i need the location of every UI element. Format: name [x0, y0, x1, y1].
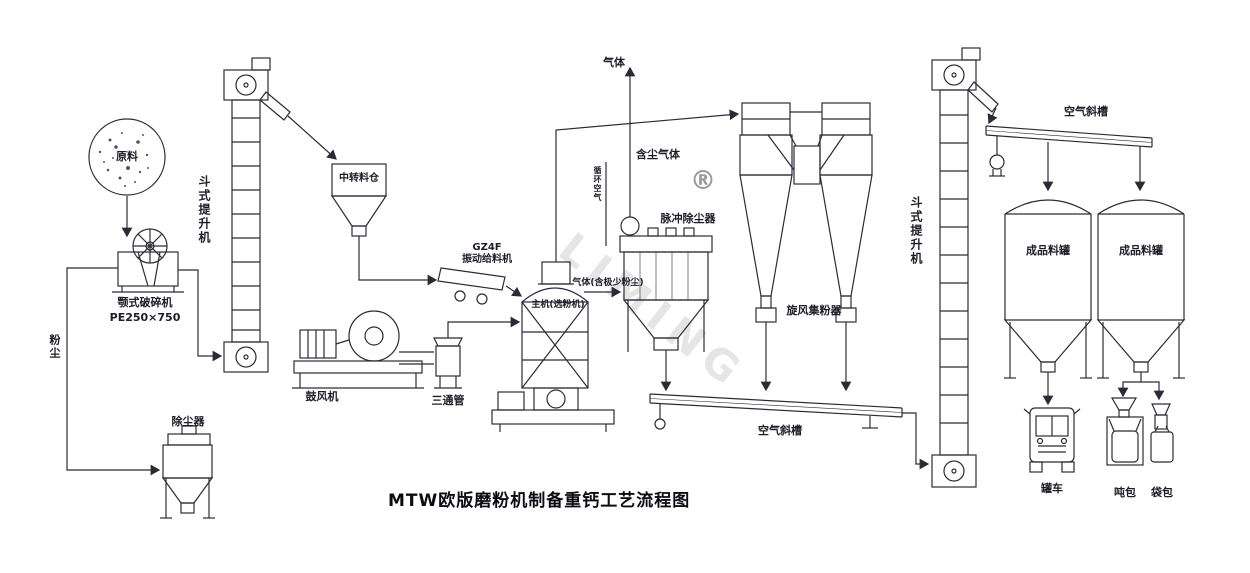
bucket-elevator-left-drawing	[223, 57, 337, 373]
label-jaw-crusher-model: PE250×750	[109, 311, 181, 324]
label-ton-bag: 吨包	[1114, 486, 1136, 499]
crusher-to-elevator-pipe	[178, 269, 223, 362]
label-product-silo-left: 成品料罐	[1026, 244, 1070, 257]
label-gas: 气体	[603, 56, 625, 69]
label-vibrating-feeder: 振动给料机	[462, 254, 512, 265]
jaw-crusher-drawing	[112, 228, 184, 293]
blower-drawing	[292, 310, 434, 389]
label-gas-trace-dust: 气体(含极少粉尘)	[572, 278, 644, 288]
label-raw-material: 原料	[116, 150, 138, 163]
label-circulating-air: 循环空气	[593, 166, 602, 202]
pulse-dust-collector-drawing	[619, 66, 713, 392]
dusty-gas-pipe	[555, 109, 740, 262]
bucket-elevator-right-drawing	[931, 47, 999, 488]
air-chute-bottom-drawing	[649, 393, 930, 470]
main-mill-drawing	[491, 261, 615, 432]
registered-trademark-symbol: ®	[690, 166, 716, 196]
label-tank-truck: 罐车	[1041, 482, 1063, 495]
label-bucket-elevator-right: 斗式提升机	[909, 196, 923, 266]
dust-pipe	[66, 267, 161, 476]
bag-pack-drawing	[1150, 403, 1174, 463]
product-silo-right-drawing	[1096, 199, 1186, 401]
label-jaw-crusher: 颚式破碎机	[117, 296, 173, 309]
cyclone-collector-drawing	[739, 102, 873, 392]
label-dust: 粉尘	[48, 334, 61, 360]
three-way-pipe-drawing	[433, 316, 521, 389]
tank-truck-drawing	[1023, 407, 1081, 473]
diagram-title: MTW欧版磨粉机制备重钙工艺流程图	[388, 491, 691, 511]
label-bag-pack: 袋包	[1151, 486, 1173, 499]
vibrating-feeder-drawing	[437, 267, 522, 305]
air-chute-top-drawing	[985, 125, 1153, 192]
label-feeder-model: GZ4F	[472, 242, 502, 253]
label-pulse-dust-collector: 脉冲除尘器	[660, 212, 716, 225]
product-silo-left-drawing	[1003, 199, 1093, 406]
label-air-chute-top: 空气斜槽	[1064, 105, 1108, 118]
label-blower: 鼓风机	[305, 390, 339, 403]
transfer-hopper-drawing	[330, 163, 438, 286]
label-cyclone-collector: 旋风集粉器	[786, 304, 842, 317]
label-bucket-elevator-left: 斗式提升机	[197, 175, 211, 245]
ton-bag-drawing	[1106, 397, 1144, 466]
label-three-way-pipe: 三通管	[431, 394, 465, 407]
label-main-mill: 主机(选粉机)	[531, 300, 585, 310]
label-dust-collector: 除尘器	[171, 415, 205, 428]
label-air-chute-bottom: 空气斜槽	[758, 424, 802, 437]
label-transfer-hopper: 中转料仓	[339, 173, 379, 184]
dust-collector-drawing	[160, 425, 215, 519]
label-dusty-gas: 含尘气体	[636, 148, 680, 161]
label-product-silo-right: 成品料罐	[1119, 244, 1163, 257]
raw-material-drawing	[88, 118, 166, 238]
